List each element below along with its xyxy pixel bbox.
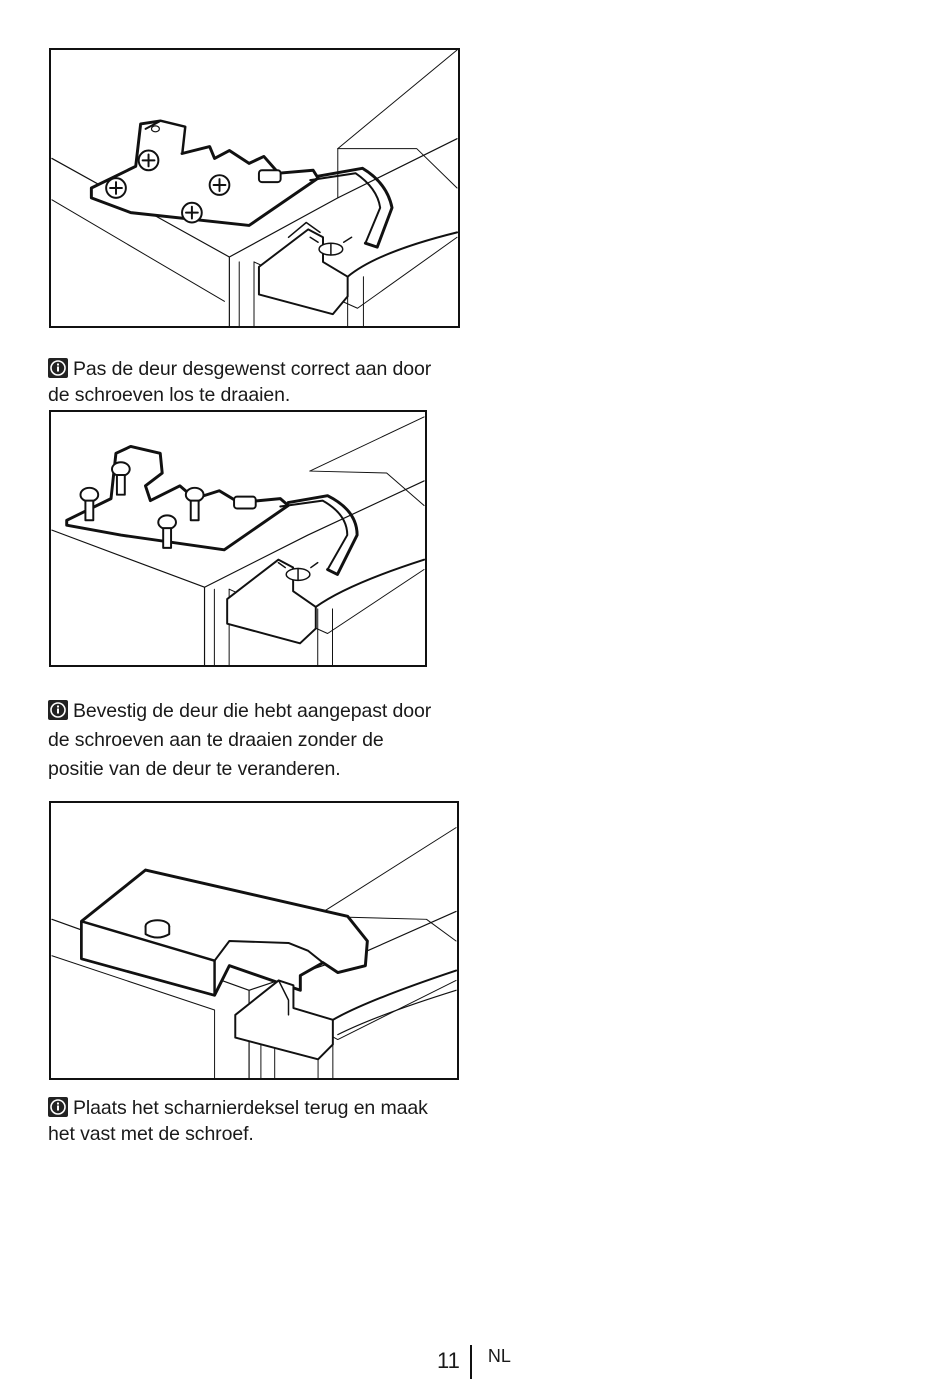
info-icon: [48, 1097, 68, 1117]
hinge-illustration-loosened: [49, 410, 427, 667]
info-icon: [48, 700, 68, 720]
caption-text: Bevestig de deur die hebt aangepast door: [73, 700, 432, 722]
caption-line: Bevestig de deur die hebt aangepast door: [48, 698, 468, 724]
caption-text: Pas de deur desgewenst correct aan door: [73, 358, 432, 380]
page-number: 11: [437, 1348, 460, 1373]
caption-line: de schroeven los te draaien.: [48, 384, 291, 406]
hinge-illustration-tightened: [49, 48, 460, 328]
caption-text: Plaats het scharnierdeksel terug en maak: [73, 1097, 428, 1119]
instruction-caption-1: Pas de deur desgewenst correct aan door …: [48, 356, 468, 408]
instruction-caption-3: Plaats het scharnierdeksel terug en maak…: [48, 1095, 468, 1147]
info-icon: [48, 358, 68, 378]
caption-line: het vast met de schroef.: [48, 1123, 254, 1145]
language-code: NL: [487, 1346, 511, 1366]
caption-line: Pas de deur desgewenst correct aan door: [48, 356, 468, 382]
caption-line: de schroeven aan te draaien zonder de: [48, 729, 384, 751]
caption-line: Plaats het scharnierdeksel terug en maak: [48, 1095, 468, 1121]
caption-line: positie van de deur te veranderen.: [48, 758, 341, 780]
page-footer: 11 NL: [437, 1345, 511, 1379]
hinge-cover-illustration: [49, 801, 459, 1080]
footer-divider: [469, 1345, 472, 1379]
instruction-caption-2: Bevestig de deur die hebt aangepast door…: [48, 698, 468, 782]
